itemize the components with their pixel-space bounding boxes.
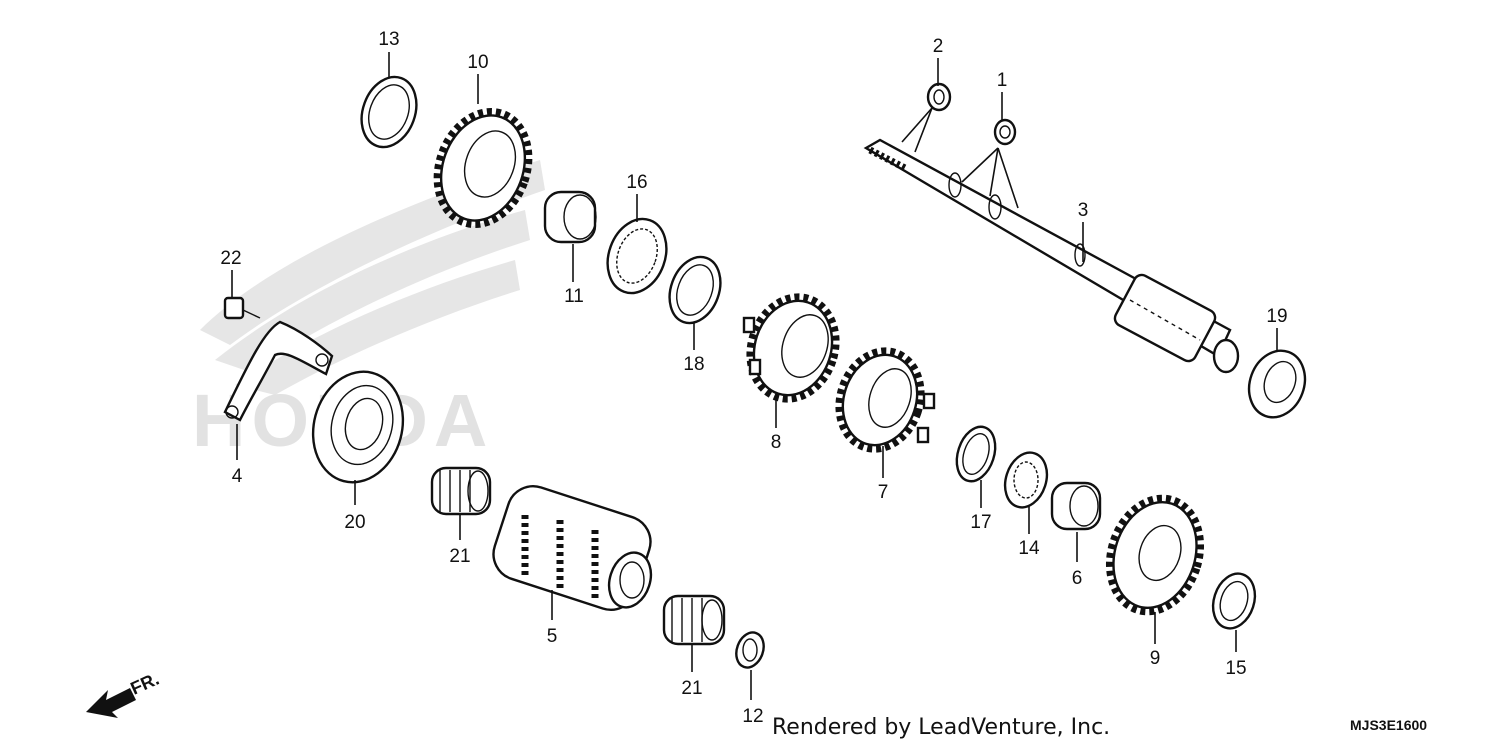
callout-6: 6 (1072, 568, 1083, 589)
callout-21-upper: 21 (449, 546, 470, 567)
direction-label: FR. (127, 669, 162, 699)
part-15-washer (1211, 572, 1257, 630)
callout-1: 1 (997, 70, 1008, 91)
part-11-collar (543, 190, 597, 244)
callout-18: 18 (683, 354, 704, 375)
callout-2: 2 (933, 36, 944, 57)
part-16-washer (606, 217, 668, 295)
callout-20: 20 (344, 512, 365, 533)
render-credit: Rendered by LeadVenture, Inc. (772, 715, 1110, 740)
callout-17: 17 (970, 512, 991, 533)
part-3-mainshaft (863, 138, 1240, 374)
callout-12: 12 (742, 706, 763, 727)
part-6-collar (1050, 481, 1102, 531)
part-21-needle-bearing-upper (430, 466, 492, 516)
callout-13: 13 (378, 29, 399, 50)
part-21-needle-bearing-lower (662, 594, 726, 646)
part-20-ball-bearing (311, 370, 405, 484)
callout-19: 19 (1266, 306, 1287, 327)
callout-22: 22 (220, 248, 241, 269)
part-17-circlip (955, 425, 997, 483)
part-2-collar (926, 82, 952, 112)
part-4-bearing-plate (223, 320, 334, 422)
part-13-washer (360, 75, 418, 149)
callout-5: 5 (547, 626, 558, 647)
callout-4: 4 (232, 466, 243, 487)
callout-16: 16 (626, 172, 647, 193)
part-22-bolt (223, 296, 261, 320)
callout-11: 11 (564, 286, 584, 307)
part-1-collar (993, 118, 1017, 146)
diagram-code: MJS3E1600 (1350, 717, 1427, 733)
part-7-gear (835, 347, 936, 453)
part-12-washer (735, 631, 765, 669)
callout-14: 14 (1018, 538, 1040, 559)
part-9-gear (1105, 494, 1205, 616)
callout-21-lower: 21 (681, 678, 702, 699)
leader-lines (231, 52, 1278, 700)
part-8-gear (742, 293, 840, 403)
callout-15: 15 (1225, 658, 1246, 679)
callout-10: 10 (467, 52, 488, 73)
callout-numbers: 13 10 2 1 3 22 16 11 18 19 4 20 8 7 21 5… (220, 29, 1287, 727)
part-5-countershaft (492, 485, 653, 611)
callout-8: 8 (771, 432, 782, 453)
callout-9: 9 (1150, 648, 1161, 669)
part-10-gear (433, 107, 533, 229)
callout-3: 3 (1078, 200, 1089, 221)
callout-7: 7 (878, 482, 889, 503)
part-18-circlip (668, 255, 722, 325)
front-direction-arrow: FR. (86, 669, 162, 718)
part-19-bearing (1247, 349, 1307, 419)
part-14-splined-washer (1003, 451, 1049, 509)
arrow-icon (86, 688, 136, 718)
